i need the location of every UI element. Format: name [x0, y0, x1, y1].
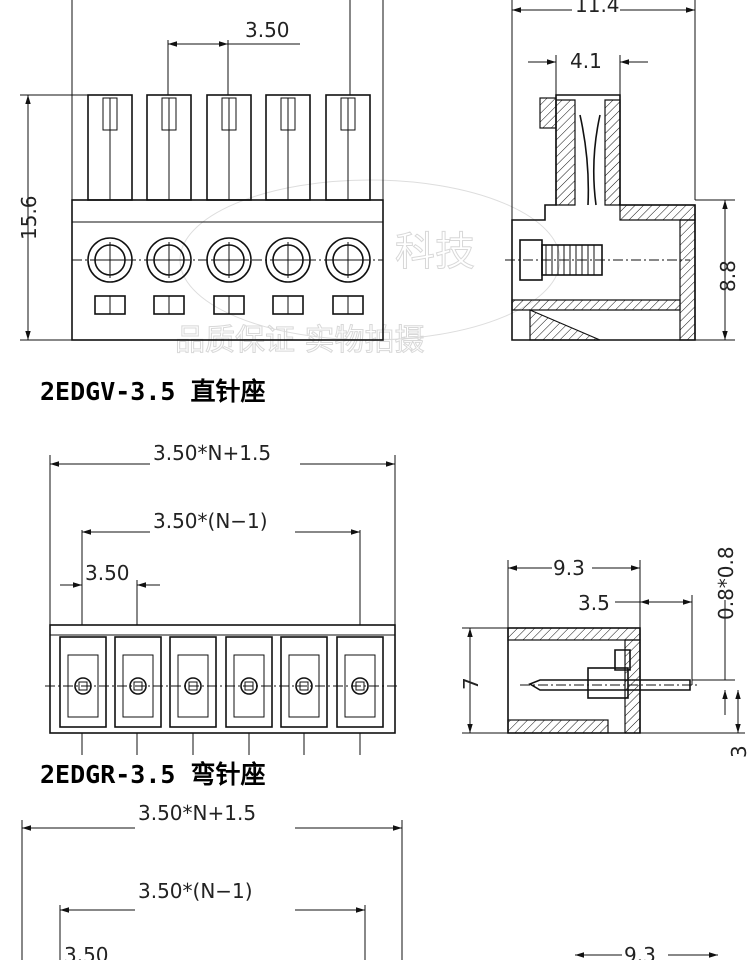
s1-side-inner-label: 4.1 [570, 49, 602, 73]
s3-side-depth-label: 9.3 [624, 943, 656, 960]
section1-caption: 2EDGV-3.5 直针座 [40, 377, 266, 406]
s1-pitch-label: 3.50 [245, 18, 290, 42]
s1-body [71, 199, 384, 341]
s2-side-height-label: 7 [459, 677, 483, 690]
section2-side-view: 9.3 3.5 0.8*0.8 7 3 [459, 546, 750, 758]
s2-span-label: 3.50*(N−1) [153, 509, 268, 533]
section3-side-view: 9.3 [575, 943, 718, 960]
s2-pin-height-label: 3 [727, 745, 750, 758]
s2-side-depth-label: 9.3 [553, 556, 585, 580]
s1-side-height-label: 8.8 [716, 260, 740, 292]
section2-front-view: 3.50*N+1.5 3.50*(N−1) 3.50 [45, 441, 400, 755]
s3-overall-label: 3.50*N+1.5 [138, 801, 256, 825]
section2-caption: 2EDGR-3.5 弯针座 [40, 760, 266, 789]
s2-pin-size-label: 0.8*0.8 [714, 546, 738, 620]
s1-windows [94, 295, 364, 315]
s3-span-label: 3.50*(N−1) [138, 879, 253, 903]
s1-side-width-label: 11.4 [575, 0, 620, 17]
s1-pins [87, 94, 371, 201]
s2-overall-label: 3.50*N+1.5 [153, 441, 271, 465]
section3-front-view: 3.50*N+1.5 3.50*(N−1) 3.50 [21, 801, 403, 960]
watermark-top: 科技 [395, 229, 475, 275]
section1-side-view: 11.4 4.1 8.8 [505, 0, 740, 341]
s3-pitch-label: 3.50 [64, 943, 109, 960]
s2-pins [59, 636, 384, 728]
s2-body [49, 624, 396, 734]
s2-pin-offset-label: 3.5 [578, 591, 610, 615]
s2-pitch-label: 3.50 [85, 561, 130, 585]
section1-front-view: 3.50 [17, 0, 384, 341]
s1-screws [87, 237, 371, 283]
s1-height-label: 15.6 [17, 195, 41, 240]
